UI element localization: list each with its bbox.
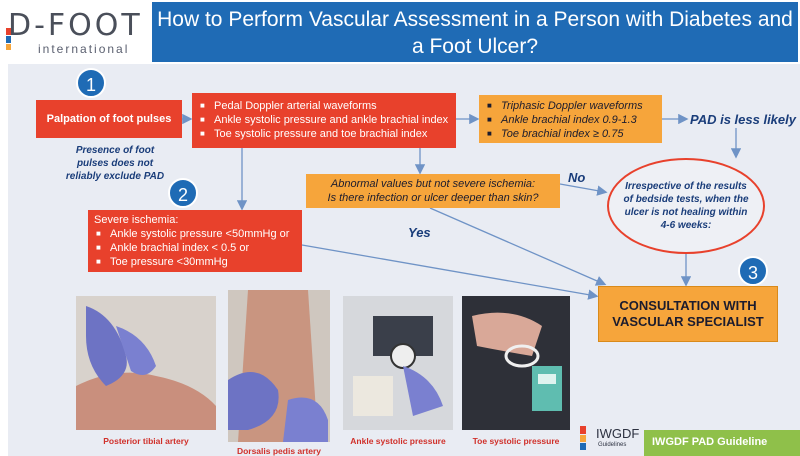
doppler-item: Pedal Doppler arterial waveforms — [198, 99, 450, 113]
step-2-badge: 2 — [168, 178, 198, 208]
caption-dorsalis: Dorsalis pedis artery — [236, 446, 322, 456]
iwgdf-mark-icon — [580, 426, 586, 450]
yes-label: Yes — [408, 225, 431, 240]
step-3-badge: 3 — [738, 256, 768, 286]
severe-item: Ankle systolic pressure <50mmHg or — [94, 227, 296, 241]
abnormal-values-box: Abnormal values but not severe ischemia:… — [306, 174, 560, 208]
iwgdf-logo-text: IWGDF — [596, 426, 640, 441]
caption-toe: Toe systolic pressure — [472, 436, 560, 446]
severe-item: Toe pressure <30mmHg — [94, 255, 296, 269]
no-label: No — [568, 170, 586, 185]
abnormal-line-1: Abnormal values but not severe ischemia: — [330, 178, 536, 190]
severe-title: Severe ischemia: — [94, 214, 179, 226]
page-title: How to Perform Vascular Assessment in a … — [152, 2, 798, 62]
posterior-tibial-photo — [76, 296, 216, 430]
presence-note: Presence of foot pulses does not reliabl… — [65, 145, 165, 182]
step-1-badge: 1 — [76, 68, 106, 98]
palpation-box: Palpation of foot pulses — [36, 100, 182, 138]
iwgdf-logo-sub: Guidelines — [598, 442, 627, 448]
consultation-box: CONSULTATION WITH VASCULAR SPECIALIST — [598, 286, 778, 342]
irrespective-text: Irrespective of the results of bedside t… — [623, 181, 749, 231]
header: D-FOOT international How to Perform Vasc… — [0, 0, 800, 62]
severe-ischemia-box: Severe ischemia: Ankle systolic pressure… — [88, 210, 302, 272]
abnormal-line-2: Is there infection or ulcer deeper than … — [327, 192, 539, 204]
pad-less-likely-label: PAD is less likely — [690, 112, 796, 127]
normal-value-item: Triphasic Doppler waveforms — [485, 99, 656, 113]
doppler-item: Ankle systolic pressure and ankle brachi… — [198, 113, 450, 127]
logo-mark-icon — [6, 28, 11, 50]
toe-pressure-photo — [462, 296, 570, 430]
logo-sub: international — [38, 42, 130, 56]
normal-value-item: Toe brachial index ≥ 0.75 — [485, 127, 656, 141]
doppler-tests-box: Pedal Doppler arterial waveforms Ankle s… — [192, 93, 456, 148]
doppler-item: Toe systolic pressure and toe brachial i… — [198, 127, 450, 141]
dorsalis-pedis-photo — [228, 290, 330, 442]
caption-posterior: Posterior tibial artery — [103, 436, 189, 446]
caption-ankle: Ankle systolic pressure — [350, 436, 446, 446]
iwgdf-logo: IWGDF Guidelines — [580, 424, 640, 454]
severe-item: Ankle brachial index < 0.5 or — [94, 241, 296, 255]
normal-value-item: Ankle brachial index 0.9-1.3 — [485, 113, 656, 127]
logo-main: D-FOOT — [8, 8, 143, 43]
irrespective-ellipse: Irrespective of the results of bedside t… — [607, 158, 765, 254]
ankle-pressure-photo — [343, 296, 453, 430]
guideline-badge: IWGDF PAD Guideline — [644, 430, 800, 456]
normal-values-box: Triphasic Doppler waveforms Ankle brachi… — [479, 95, 662, 143]
